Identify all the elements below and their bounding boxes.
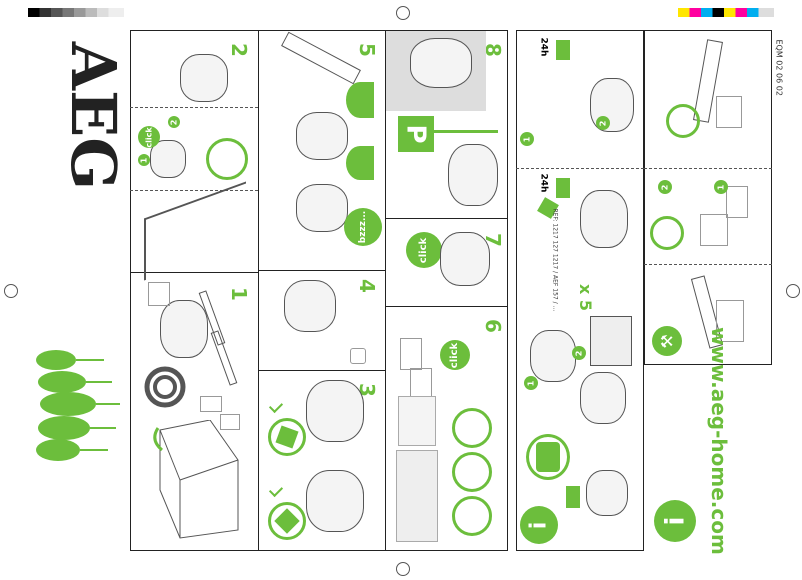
step2-badge-1: 1 bbox=[138, 154, 150, 166]
step8-green-rule bbox=[434, 130, 498, 133]
step6-nozzle-sketch-a bbox=[400, 338, 422, 370]
divider-row-4 bbox=[258, 370, 385, 371]
step4-vacuum-sketch bbox=[284, 280, 336, 332]
dash-maint-a bbox=[644, 168, 772, 169]
step7-vacuum-sketch bbox=[440, 232, 490, 286]
info-badge-2b: 2 bbox=[572, 346, 586, 360]
document-code: EQM 02 06 02 bbox=[774, 39, 784, 96]
step-number-6: 6 bbox=[480, 319, 505, 333]
info-vacuum-sketch-e bbox=[586, 470, 628, 516]
info-vacuum-sketch-b bbox=[580, 190, 628, 248]
step1-box-illustration bbox=[153, 420, 239, 539]
step-number-5: 5 bbox=[354, 43, 379, 57]
crosshair-bottom bbox=[396, 562, 410, 576]
divider-row-3 bbox=[258, 270, 385, 271]
dash-info-a bbox=[516, 168, 644, 169]
info-green-strip bbox=[566, 486, 580, 508]
maint-nozzle-sketch-b bbox=[726, 186, 748, 218]
step6-floor-ring-c bbox=[452, 496, 492, 536]
step5-vacuum-sketch-b bbox=[296, 184, 348, 232]
divider-col1 bbox=[258, 30, 259, 551]
step2-vacuum-sketch-mid bbox=[150, 140, 186, 178]
step1-nozzle-b bbox=[220, 414, 240, 430]
step8-vacuum-sketch-b bbox=[448, 144, 498, 206]
step6-click-bubble: click bbox=[440, 340, 470, 370]
registration-bar-left bbox=[28, 8, 124, 17]
crosshair-left bbox=[4, 284, 18, 298]
step5-power-max-bar bbox=[346, 82, 374, 118]
panel-maintenance-right bbox=[644, 30, 772, 365]
maint-zoom-ring bbox=[666, 104, 700, 138]
step4-socket-icon bbox=[350, 348, 366, 364]
aeg-logo: AEG bbox=[57, 41, 130, 191]
info-badge-1b: 1 bbox=[524, 376, 538, 390]
step3-filter-ring-b bbox=[268, 502, 306, 540]
info-sign-circle-b: i bbox=[654, 500, 696, 542]
info-sign-circle: i bbox=[520, 506, 558, 544]
step2-click-bubble: click bbox=[138, 126, 160, 148]
info-times-five-label: x 5 bbox=[576, 283, 596, 312]
maint-floor-head-sketch bbox=[716, 300, 744, 342]
wrench-icon: ⚒ bbox=[652, 326, 682, 356]
step5-bzzz-bubble: bzzz... bbox=[344, 208, 382, 246]
step1-nozzle-a bbox=[200, 396, 222, 412]
step6-carpet-sketch bbox=[396, 450, 438, 542]
crosshair-right bbox=[786, 284, 800, 298]
info-bin-sketch bbox=[590, 316, 632, 366]
step-number-2: 2 bbox=[226, 43, 251, 57]
registration-bar-right bbox=[678, 8, 774, 17]
divider-col2 bbox=[385, 30, 386, 551]
step5-vacuum-sketch-a bbox=[296, 112, 348, 160]
info-vacuum-sketch-d bbox=[580, 372, 626, 424]
info-filter-codes: REF: 1217 127 1217 / AEF 157 / ... bbox=[551, 208, 559, 312]
step2-zoom-ring bbox=[206, 138, 248, 180]
step6-floor-ring-a bbox=[452, 408, 492, 448]
dash-maint-b bbox=[644, 264, 772, 265]
step-number-1: 1 bbox=[226, 287, 251, 301]
info-badge-2a: 2 bbox=[596, 116, 610, 130]
maint-nozzle-ring bbox=[650, 216, 684, 250]
step6-stairs-sketch bbox=[398, 396, 436, 446]
step1-hose-illustration bbox=[144, 366, 186, 408]
step8-vacuum-sketch-a bbox=[410, 38, 472, 88]
crosshair-top bbox=[396, 6, 410, 20]
info-filter-24h-label-b: 24h bbox=[538, 173, 549, 193]
step1-vacuum-sketch bbox=[160, 300, 208, 358]
trees-illustration bbox=[36, 350, 120, 461]
info-filter-green-a bbox=[556, 40, 570, 60]
step5-power-min-bar bbox=[346, 146, 374, 180]
step2-badge-2: 2 bbox=[168, 116, 180, 128]
info-badge-1a: 1 bbox=[520, 132, 534, 146]
maint-brush-sketch bbox=[716, 96, 742, 128]
step3-filter-ring-a bbox=[268, 418, 306, 456]
info-filter-green-b bbox=[556, 178, 570, 198]
divider-row-7 bbox=[385, 218, 508, 219]
step1-bag-sketch bbox=[148, 282, 170, 306]
step6-floor-ring-b bbox=[452, 452, 492, 492]
step3-vacuum-open-b bbox=[306, 470, 364, 532]
divider-row-6 bbox=[385, 306, 508, 307]
divider-row-1 bbox=[130, 272, 258, 273]
dash-step2-a bbox=[130, 107, 258, 108]
dash-step2-b bbox=[130, 190, 258, 191]
info-vacuum-sketch-c bbox=[530, 330, 576, 382]
info-bag-ring bbox=[526, 434, 570, 480]
maint-badge-2: 2 bbox=[658, 180, 672, 194]
step8-parking-sign: P bbox=[398, 116, 434, 152]
info-filter-24h-label-a: 24h bbox=[538, 37, 549, 57]
step2-vacuum-sketch-top bbox=[180, 54, 228, 102]
maint-nozzle-sketch-c bbox=[700, 214, 728, 246]
step3-vacuum-open-a bbox=[306, 380, 364, 442]
step-number-4: 4 bbox=[354, 279, 379, 293]
step7-click-bubble: click bbox=[406, 232, 442, 268]
maint-badge-1: 1 bbox=[714, 180, 728, 194]
website-url: www.aeg-home.com bbox=[707, 327, 731, 555]
